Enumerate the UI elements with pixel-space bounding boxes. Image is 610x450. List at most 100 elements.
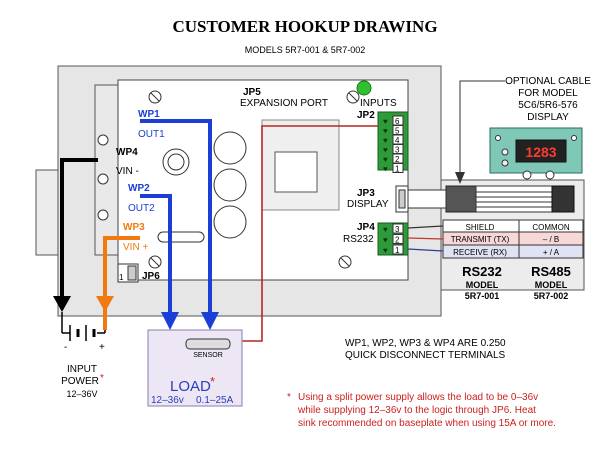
table-header-shield: SHIELD <box>466 223 495 232</box>
jp2-pin-number-3: 3 <box>395 146 400 155</box>
jp2-screw-1: ♥ <box>383 165 388 174</box>
jp4-screw-1: ♥ <box>383 246 388 255</box>
jp4-pin-box-2 <box>392 234 404 244</box>
display-readout: 1283 <box>525 144 556 160</box>
power-label: INPUT <box>67 364 97 375</box>
vin-minus-wire <box>60 158 98 298</box>
cable-text-2: FOR MODEL <box>518 88 578 99</box>
jp3-id: JP3 <box>357 188 375 199</box>
power-label-2: POWER <box>61 376 99 387</box>
model-rs232-name: RS232 <box>462 264 502 279</box>
jp2-pin-number-6: 6 <box>395 117 400 126</box>
footnote-line-2: while supplying 12–36v to the logic thro… <box>297 405 536 416</box>
optional-cable-callout: OPTIONAL CABLE FOR MODEL 5C6/5R6-576 DIS… <box>455 76 591 184</box>
model-rs232-line1: MODEL <box>466 280 499 290</box>
jp4-table-leaders <box>407 225 444 252</box>
jp4-pins: ♥ 3 ♥ 2 ♥ 1 <box>383 223 404 255</box>
jp3-pin <box>398 189 406 209</box>
vin-plus-arrow <box>96 296 114 312</box>
jp4-screw-3: ♥ <box>383 225 388 234</box>
wp1-label: OUT1 <box>138 129 165 140</box>
jp2-screw-3: ♥ <box>383 146 388 155</box>
footnote-line-3: sink recommended on baseplate when using… <box>298 418 556 429</box>
jp3-label: DISPLAY <box>347 199 389 210</box>
jp2-screw-4: ♥ <box>383 136 388 145</box>
table-cell-tx: TRANSMIT (TX) <box>451 235 510 244</box>
wp1-id: WP1 <box>138 109 160 120</box>
jp6-pin: 1 <box>119 273 124 282</box>
battery-symbol <box>61 312 106 341</box>
load-current: 0.1–25A <box>196 395 234 406</box>
wp4-label: VIN - <box>116 166 139 177</box>
jp4-pin-box-1 <box>392 244 404 255</box>
cable-text-4: DISPLAY <box>527 112 569 123</box>
jp6-header <box>127 265 137 281</box>
load-asterisk: * <box>210 374 215 389</box>
jp2-pin-number-4: 4 <box>395 136 400 145</box>
cable-text-1: OPTIONAL CABLE <box>505 76 591 87</box>
power-asterisk: * <box>100 373 104 384</box>
jp2-screw-6: ♥ <box>383 117 388 126</box>
wp-note-1: WP1, WP2, WP3 & WP4 ARE 0.250 <box>345 338 506 349</box>
jp4-pin-number-1: 1 <box>395 246 400 255</box>
vin-minus-arrow <box>53 296 71 312</box>
model-rs485-line2: 5R7-002 <box>534 291 569 301</box>
wp2-label: OUT2 <box>128 203 155 214</box>
jp4-label: RS232 <box>343 234 374 245</box>
power-minus: - <box>64 342 67 353</box>
wp3-label: VIN + <box>123 242 148 253</box>
cable-text-3: 5C6/5R6-576 <box>518 100 578 111</box>
signal-table: SHIELD COMMON TRANSMIT (TX) – / B RECEIV… <box>442 219 584 301</box>
inputs-label: INPUTS <box>360 98 397 109</box>
capacitors <box>162 131 247 239</box>
jp2-screw-2: ♥ <box>383 155 388 164</box>
table-cell-rx: RECEIVE (RX) <box>453 248 507 257</box>
jp5-id: JP5 <box>243 87 261 98</box>
sensor-label: SENSOR <box>193 352 223 359</box>
power-plus: + <box>99 342 105 353</box>
pcb-chip <box>274 151 318 193</box>
jp4-screw-2: ♥ <box>383 236 388 245</box>
fuse-component <box>157 231 205 243</box>
model-rs485-name: RS485 <box>531 264 571 279</box>
table-cell-minus-b: – / B <box>543 235 559 244</box>
footnote-line-1: Using a split power supply allows the lo… <box>298 392 538 403</box>
load-voltage: 12–36v <box>151 395 184 406</box>
jp2-pin-box-1 <box>392 163 404 173</box>
jp2-pins: ♥ 6 ♥ 5 ♥ 4 ♥ 3 ♥ 2 ♥ 1 <box>383 115 404 174</box>
jp4-id: JP4 <box>357 222 375 233</box>
blue-wires <box>140 119 212 316</box>
jp2-screw-5: ♥ <box>383 127 388 136</box>
model-rs232-line2: 5R7-001 <box>465 291 500 301</box>
drawing-subtitle: MODELS 5R7-001 & 5R7-002 <box>245 45 366 55</box>
power-range: 12–36V <box>66 389 97 399</box>
sensor-wire <box>232 125 378 342</box>
jp2-id: JP2 <box>357 110 375 121</box>
jp4-pin-number-3: 3 <box>395 225 400 234</box>
load-label: LOAD <box>170 378 211 395</box>
wp3-id: WP3 <box>123 222 145 233</box>
jp4-pin-box-3 <box>392 223 404 234</box>
wp2-id: WP2 <box>128 183 150 194</box>
jp2-pin-number-5: 5 <box>395 127 400 136</box>
jp6-id: JP6 <box>142 271 160 282</box>
jp4-pin-number-2: 2 <box>395 236 400 245</box>
jp2-pin-number-2: 2 <box>395 155 400 164</box>
out2-arrow <box>161 312 179 330</box>
model-rs485-line1: MODEL <box>535 280 568 290</box>
ribbon-cable <box>407 185 575 213</box>
mounting-screws <box>97 90 360 269</box>
drawing-title: CUSTOMER HOOKUP DRAWING <box>172 17 437 36</box>
out1-arrow <box>201 312 219 330</box>
input-led <box>356 80 372 96</box>
sensor-component <box>185 338 231 350</box>
table-header-common: COMMON <box>532 223 570 232</box>
jp5-label: EXPANSION PORT <box>240 98 328 109</box>
table-cell-plus-a: + / A <box>543 248 560 257</box>
display-module: 1283 <box>489 127 583 180</box>
jp2-pin-number-1: 1 <box>395 165 400 174</box>
footnote-star: * <box>287 392 291 403</box>
wp4-id: WP4 <box>116 147 138 158</box>
